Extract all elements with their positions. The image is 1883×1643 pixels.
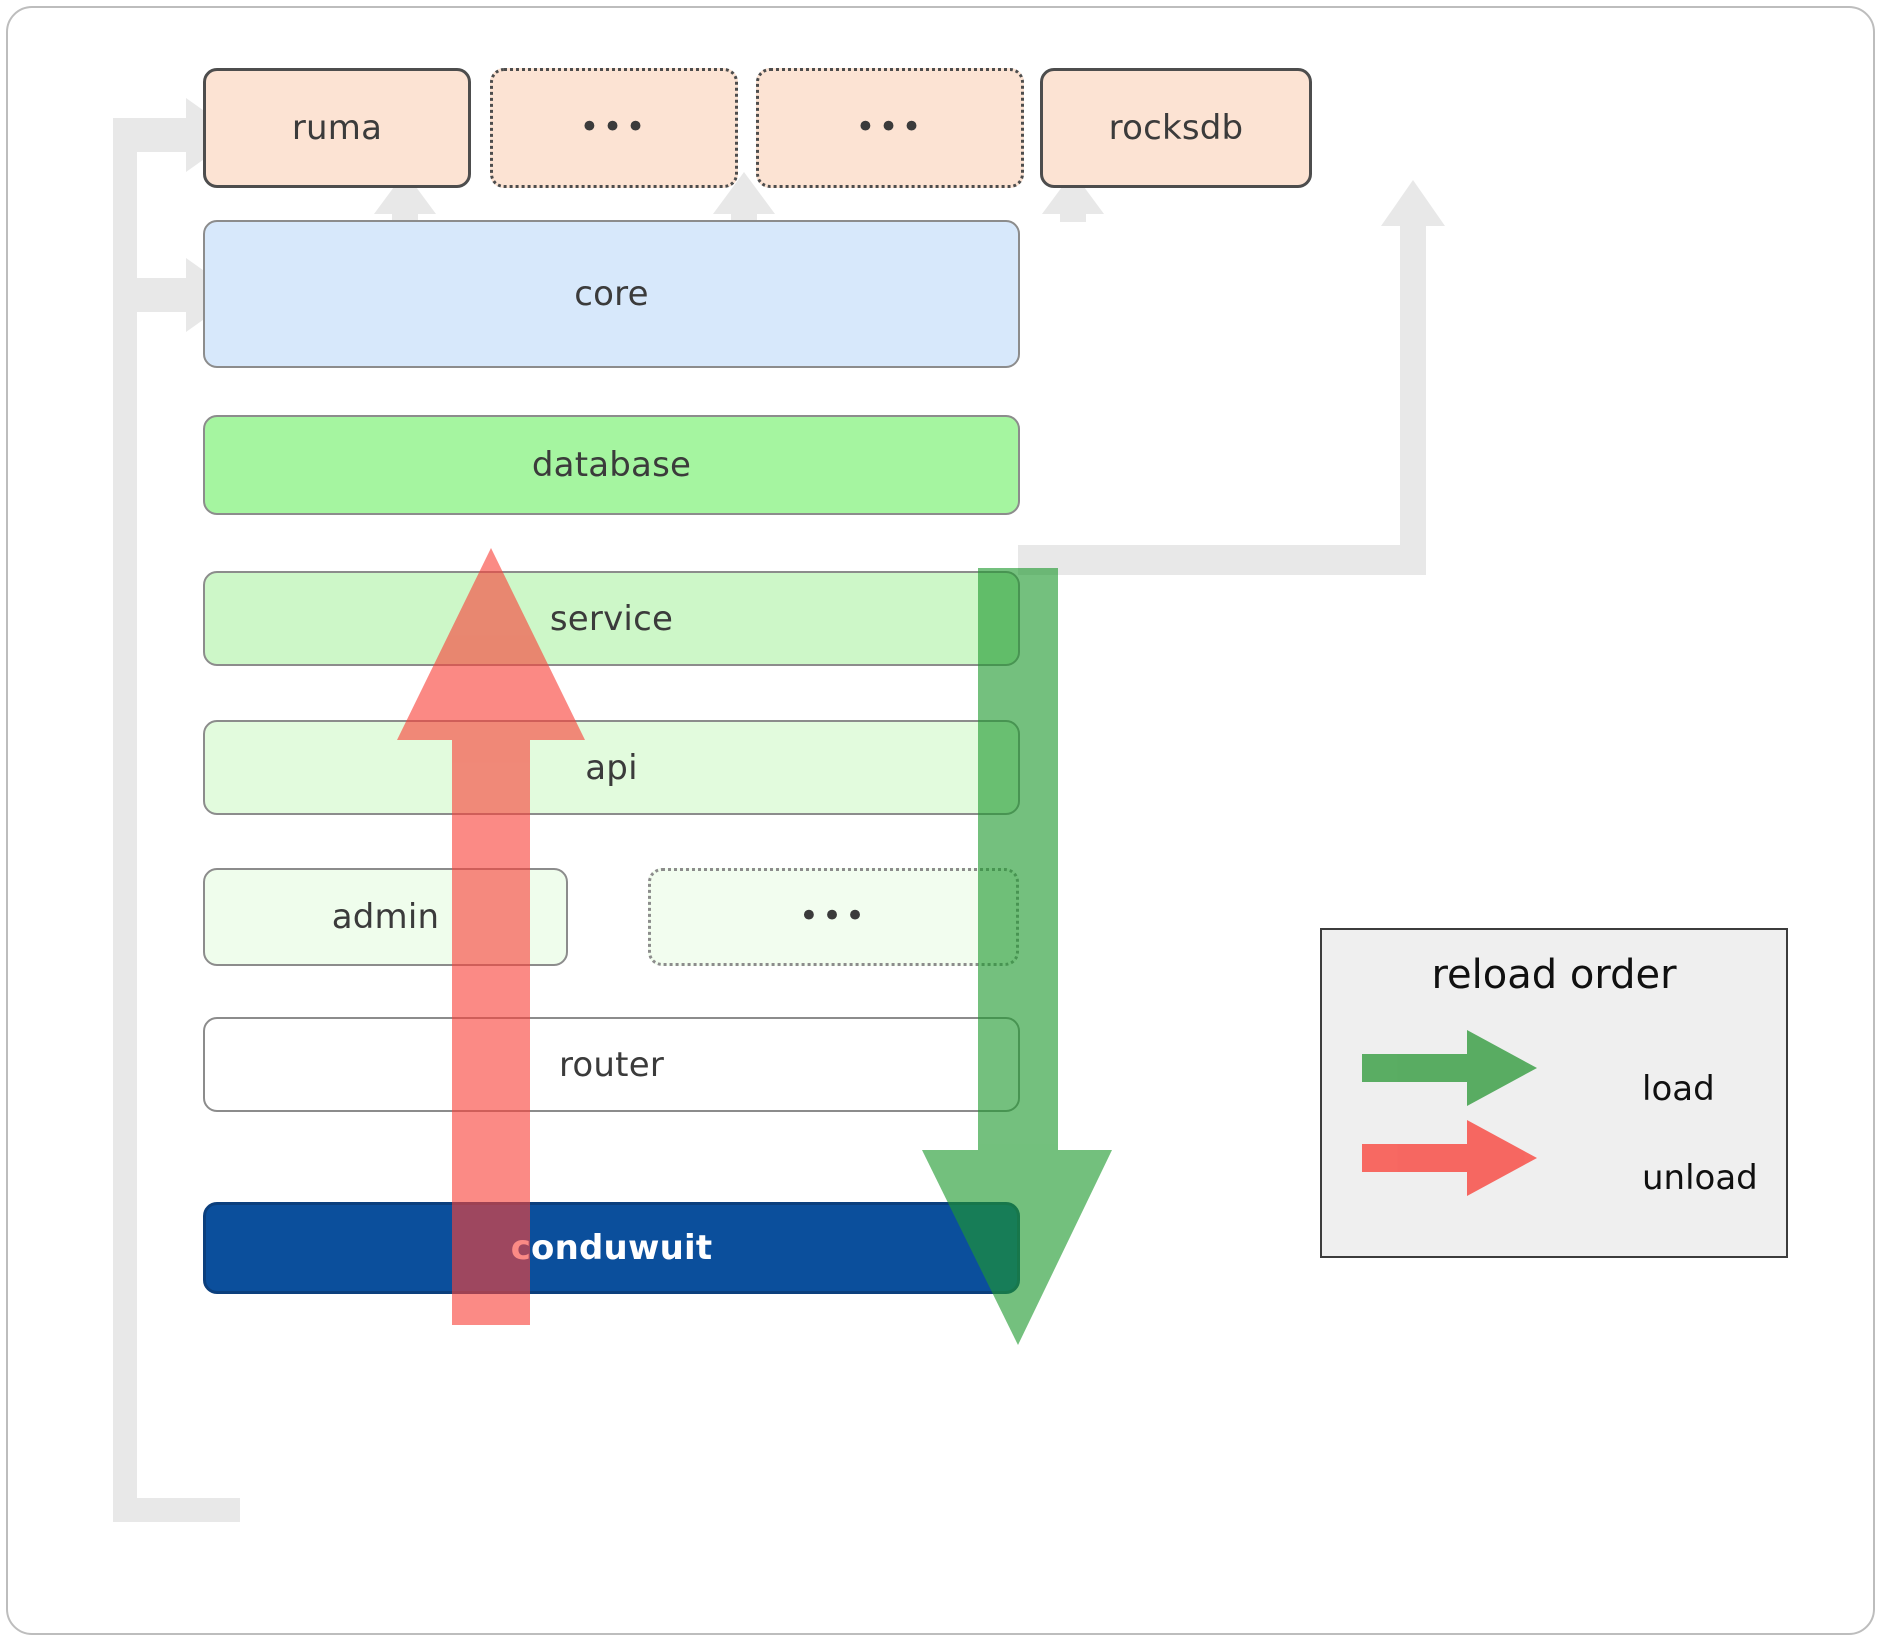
legend-unload-head (1467, 1120, 1537, 1196)
dependency-box-ellipsis-1[interactable]: ••• (490, 68, 738, 188)
legend-unload-arrow (1362, 1120, 1537, 1196)
legend-load-arrow (1362, 1030, 1537, 1106)
dependency-box-rocksdb[interactable]: rocksdb (1040, 68, 1312, 188)
layer-label-router: router (558, 1044, 664, 1085)
layer-box-service[interactable]: service (203, 571, 1020, 666)
dependency-label-ruma: ruma (291, 108, 383, 148)
layer-label-admin: admin (331, 897, 440, 937)
legend-arrow-swatches (1362, 1030, 1537, 1196)
layer-box-core[interactable]: core (203, 220, 1020, 368)
dependency-box-ruma[interactable]: ruma (203, 68, 471, 188)
legend-label-unload: unload (1642, 1158, 1758, 1198)
layer-box-ellipsis[interactable]: ••• (648, 868, 1019, 966)
layer-label-core: core (574, 274, 649, 314)
layer-label-api: api (585, 747, 638, 788)
layer-label-service: service (549, 598, 674, 639)
layer-label-ellipsis: ••• (798, 896, 869, 937)
layer-label-conduwuit: conduwuit (510, 1228, 713, 1268)
legend-panel: reload order load unload (1320, 928, 1788, 1258)
layer-box-router[interactable]: router (203, 1017, 1020, 1112)
legend-load-head (1467, 1030, 1537, 1106)
dependency-box-ellipsis-2[interactable]: ••• (756, 68, 1024, 188)
layer-label-database: database (531, 445, 692, 485)
dependency-label-rocksdb: rocksdb (1108, 108, 1244, 148)
layer-box-api[interactable]: api (203, 720, 1020, 815)
layer-box-admin[interactable]: admin (203, 868, 568, 966)
layer-box-database[interactable]: database (203, 415, 1020, 515)
layer-box-conduwuit[interactable]: conduwuit (203, 1202, 1020, 1294)
dependency-label-ellipsis-1: ••• (579, 107, 649, 148)
legend-label-load: load (1642, 1069, 1715, 1109)
legend-title: reload order (1431, 952, 1677, 998)
dependency-label-ellipsis-2: ••• (855, 107, 925, 148)
